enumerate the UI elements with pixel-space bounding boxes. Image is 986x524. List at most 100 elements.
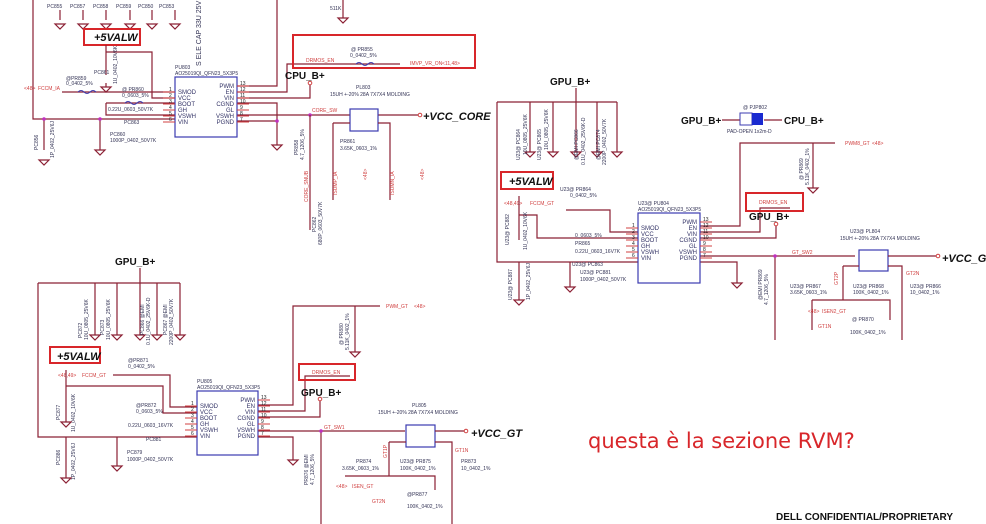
cap-label: PC872: [78, 322, 84, 338]
pin-number: 13: [703, 217, 709, 223]
cap-note: S ELE CAP 33U 25V: [196, 0, 203, 66]
pin-name-pwm: PWM: [240, 398, 255, 404]
gt2n-net: GT2N: [906, 271, 920, 277]
pin-number: 7: [703, 253, 706, 259]
isumn-ia-net: ISUMN_IA: [390, 171, 396, 195]
cap-value: 10U_0805_25V6K: [84, 298, 90, 340]
pin-name-cgnd: CGND: [679, 238, 697, 244]
pl805-label: PL805: [412, 403, 427, 409]
pin-number: 10: [261, 413, 267, 419]
pin-name-pwm: PWM: [219, 84, 234, 90]
pin-number: 3: [169, 99, 172, 105]
pin-number: 7: [261, 431, 264, 437]
pc886-label: PC886: [56, 449, 62, 465]
pin-number: 9: [261, 419, 264, 425]
pwm8-gt-net: PWM8_GT: [845, 141, 870, 147]
pr858-value: 4.7_1206_5%: [300, 129, 306, 160]
pin-number: 2: [169, 93, 172, 99]
cap-value: 0.1U_0402_25V6K-D: [146, 297, 152, 345]
pc856-label: PC856: [34, 134, 40, 150]
pr869-label: @ PR869: [799, 158, 805, 180]
imvp-vr-on-ref: <11,48>: [442, 61, 460, 67]
pc862-value: 680P_0603_50V7K: [318, 201, 324, 245]
gpu-b-plus-label: GPU_B+: [115, 257, 155, 268]
pin-number: 5: [632, 247, 635, 253]
pr867-value: 3.65K_0603_1%: [790, 290, 828, 296]
pl805-inductor: [405, 424, 436, 448]
pin-name-gh: GH: [178, 108, 187, 114]
power-5valw-box: [83, 28, 141, 46]
pin-number: 3: [191, 413, 194, 419]
pin-name-gl: GL: [226, 108, 235, 114]
pc863-label: U23@ PC863: [572, 262, 603, 268]
pin-number: 12: [240, 87, 246, 93]
cap-label: PC858: [93, 4, 109, 10]
pr869b-label: @EMI PR869: [758, 269, 764, 300]
pjp802-jumper[interactable]: [739, 112, 753, 126]
gt1n-net: GT1N: [455, 448, 469, 454]
pr866-value: 10_0402_1%: [910, 290, 940, 296]
isumn-ref: <48>: [420, 169, 426, 180]
pr874-value: 3.65K_0603_1%: [342, 466, 380, 472]
isump-ref: <48>: [363, 169, 369, 180]
pr877-label: @PR877: [407, 492, 428, 498]
pin-name-vcc: VCC: [178, 96, 191, 102]
cap-label: @EMI PC874: [596, 129, 602, 160]
pr859-label: @PR859: [66, 76, 87, 82]
gt1n-net: GT1N: [818, 324, 832, 330]
chip-ref: PU805: [197, 379, 213, 385]
pin-name-vin: VIN: [178, 120, 188, 126]
pc856-value: 1P_0402_25V6J: [50, 121, 56, 158]
pr873-label: PR873: [461, 459, 477, 465]
gt1p-net: GT1P: [383, 444, 389, 458]
pr876-label: PR876 @EMI: [304, 454, 310, 485]
pin-name-vswh: VSWH: [237, 428, 255, 434]
vcc-core-output: +VCC_CORE: [423, 111, 491, 123]
pr871-label: @PR871: [128, 358, 149, 364]
driver-chip-body: [637, 212, 701, 284]
pl804-value: 15UH +-20% 28A 7X7X4 MOLDING: [840, 236, 920, 242]
pin-number: 7: [240, 117, 243, 123]
cap-label: PC855: [47, 4, 63, 10]
pr858-label: PR858: [294, 139, 300, 155]
pl804-label: U23@ PL804: [850, 229, 880, 235]
pr864-value: 0_0402_5%: [570, 193, 597, 199]
pin-number: 8: [261, 425, 264, 431]
pc881-value: 1000P_0402_50V7K: [580, 277, 627, 283]
isen-gt-net: ISEN_GT: [352, 484, 373, 490]
pl803-inductor: [349, 108, 379, 132]
pin-name-en: EN: [247, 404, 255, 410]
pc882-label: U23@ PC882: [505, 214, 511, 245]
power-5valw-label: +5VALW: [57, 351, 102, 363]
cap-value: 2200P_0402_50V7K: [602, 118, 608, 165]
pin-number: 8: [240, 111, 243, 117]
fccm-gt-net: FCCM_GT: [530, 201, 554, 207]
chip-part-number: AO25019QI_QFN23_5X3P5: [638, 207, 701, 213]
imvp-vr-on-net: IMVP_VR_ON: [410, 61, 443, 67]
pl803-value: 15UH +-20% 28A 7X7X4 MOLDING: [330, 92, 410, 98]
pr861-value: 3.65K_0603_1%: [340, 146, 378, 152]
pr860-label: @ PR860: [122, 87, 144, 93]
pc879-value: 1000P_0402_50V7K: [127, 457, 174, 463]
gt2n-net: GT2N: [372, 499, 386, 505]
pr859-value: 0_0402_5%: [66, 81, 93, 87]
vcc-gt-output: +VCC_GT: [471, 428, 523, 440]
pc861-value: 1U_0402_10V6K: [113, 45, 119, 84]
pr865-value: 0_0603_5%: [575, 233, 602, 239]
cap-value: 2200P_0402_50V7K: [169, 298, 175, 345]
cap-value: 0.1U_0402_25V6K-D: [581, 117, 587, 165]
pin-number: 11: [703, 229, 708, 235]
pin-name-vswh: VSWH: [200, 428, 218, 434]
pin-number: 1: [169, 87, 172, 93]
pc887-value: 1P_0402_25V6J: [526, 263, 532, 300]
pin-name-gh: GH: [641, 244, 650, 250]
pjp802-jumper-pad: [752, 113, 763, 125]
pr864-label: U23@ PR864: [560, 187, 591, 193]
fccm-gt-ref: <48,49>: [504, 201, 522, 207]
pr867-label: U23@ PR867: [790, 284, 821, 290]
pr873-value: 10_0402_1%: [461, 466, 491, 472]
pin-name-vin: VIN: [641, 256, 651, 262]
pr875-value: 100K_0402_1%: [400, 466, 436, 472]
drmos-en-net: DRMOS_EN: [312, 370, 341, 376]
pin-name-pgnd: PGND: [238, 434, 256, 440]
